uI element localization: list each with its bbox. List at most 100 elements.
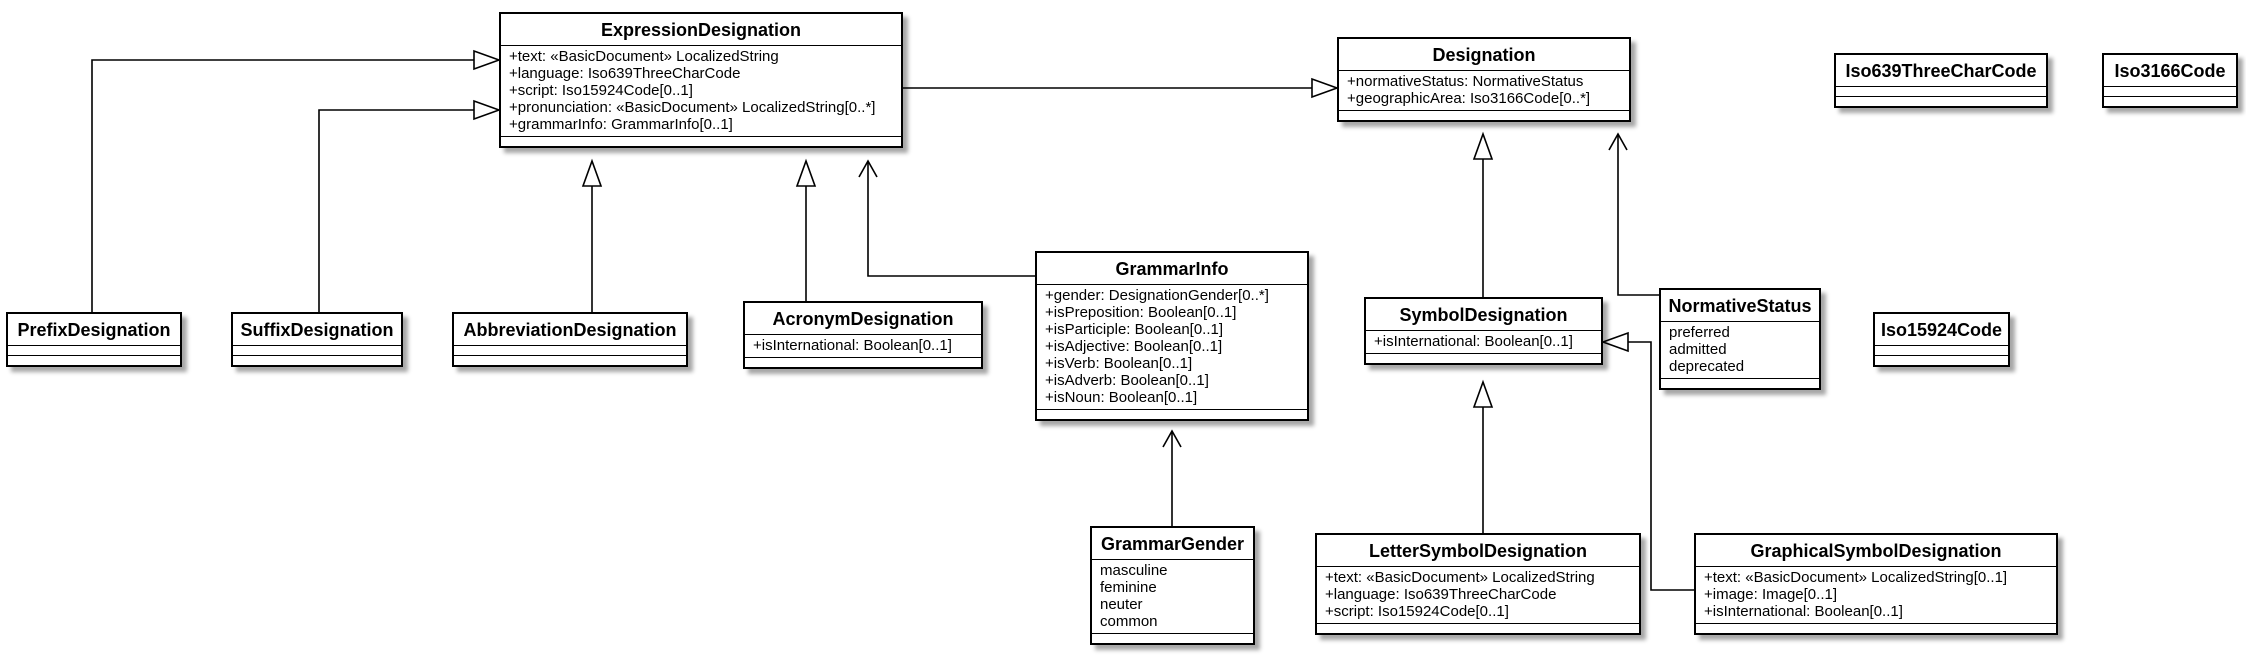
operations-compartment — [8, 355, 180, 365]
attributes-compartment: +normativeStatus: NormativeStatus +geogr… — [1339, 70, 1629, 110]
attribute: +isVerb: Boolean[0..1] — [1045, 355, 1193, 372]
association-arrowhead — [858, 159, 878, 178]
generalization-prefix-to-expression — [91, 59, 476, 312]
attributes-compartment — [2104, 86, 2236, 96]
enum-literal: common — [1100, 613, 1158, 630]
attributes-compartment: +gender: DesignationGender[0..*] +isPrep… — [1037, 284, 1307, 409]
class-name: Designation — [1432, 45, 1536, 65]
operations-compartment — [233, 355, 401, 365]
generalization-arrowhead — [1472, 131, 1494, 160]
generalization-arrowhead — [795, 158, 817, 187]
class-suffix-designation[interactable]: SuffixDesignation — [231, 312, 403, 367]
attributes-compartment: +isInternational: Boolean[0..1] — [1366, 330, 1601, 353]
class-name: Iso639ThreeCharCode — [1845, 61, 2037, 81]
class-designation[interactable]: Designation +normativeStatus: NormativeS… — [1337, 37, 1631, 122]
attribute: +image: Image[0..1] — [1704, 586, 1837, 603]
class-grammar-info[interactable]: GrammarInfo +gender: DesignationGender[0… — [1035, 251, 1309, 421]
attributes-compartment — [1836, 86, 2046, 96]
class-name: Iso3166Code — [2114, 61, 2226, 81]
attribute: +script: Iso15924Code[0..1] — [509, 82, 693, 99]
operations-compartment — [454, 355, 686, 365]
generalization-arrowhead — [581, 158, 603, 187]
class-letter-symbol-designation[interactable]: LetterSymbolDesignation +text: «BasicDoc… — [1315, 533, 1641, 635]
enum-literal: masculine — [1100, 562, 1168, 579]
class-name: ExpressionDesignation — [600, 20, 802, 40]
attribute: +text: «BasicDocument» LocalizedString[0… — [1704, 569, 2008, 586]
association-grammarinfo-to-expression — [867, 162, 1035, 277]
attribute: +language: Iso639ThreeCharCode — [1325, 586, 1557, 603]
class-name: PrefixDesignation — [17, 320, 171, 340]
operations-compartment — [1317, 623, 1639, 633]
class-name: SymbolDesignation — [1399, 305, 1568, 325]
class-name: LetterSymbolDesignation — [1368, 541, 1588, 561]
class-symbol-designation[interactable]: SymbolDesignation +isInternational: Bool… — [1364, 297, 1603, 365]
attributes-compartment — [454, 345, 686, 355]
class-iso15924-code[interactable]: Iso15924Code — [1873, 312, 2010, 367]
generalization-suffix-to-expression — [318, 109, 476, 312]
class-name: GrammarInfo — [1115, 259, 1229, 279]
operations-compartment — [745, 357, 981, 367]
association-arrowhead — [1162, 429, 1182, 448]
attribute: +isInternational: Boolean[0..1] — [1704, 603, 1903, 620]
class-expression-designation[interactable]: ExpressionDesignation +text: «BasicDocum… — [499, 12, 903, 148]
attribute: +isPreposition: Boolean[0..1] — [1045, 304, 1237, 321]
generalization-arrowhead — [473, 99, 502, 121]
attributes-compartment: +isInternational: Boolean[0..1] — [745, 334, 981, 357]
enum-literal: admitted — [1669, 341, 1727, 358]
attribute: +geographicArea: Iso3166Code[0..*] — [1347, 90, 1591, 107]
class-abbreviation-designation[interactable]: AbbreviationDesignation — [452, 312, 688, 367]
operations-compartment — [1836, 96, 2046, 106]
enum-grammar-gender[interactable]: GrammarGender masculine feminine neuter … — [1090, 526, 1255, 645]
enum-literal: preferred — [1669, 324, 1730, 341]
attribute: +script: Iso15924Code[0..1] — [1325, 603, 1509, 620]
operations-compartment — [1037, 409, 1307, 419]
generalization-arrowhead — [473, 49, 502, 71]
attribute: +text: «BasicDocument» LocalizedString — [509, 48, 779, 65]
attribute: +isNoun: Boolean[0..1] — [1045, 389, 1198, 406]
class-acronym-designation[interactable]: AcronymDesignation +isInternational: Boo… — [743, 301, 983, 369]
class-iso639-three-char-code[interactable]: Iso639ThreeCharCode — [1834, 53, 2048, 108]
operations-compartment — [1875, 355, 2008, 365]
literals-compartment: masculine feminine neuter common — [1092, 559, 1253, 633]
operations-compartment — [1339, 110, 1629, 120]
operations-compartment — [2104, 96, 2236, 106]
enum-literal: deprecated — [1669, 358, 1745, 375]
operations-compartment — [501, 136, 901, 146]
operations-compartment — [1661, 378, 1819, 388]
attribute: +isAdjective: Boolean[0..1] — [1045, 338, 1223, 355]
literals-compartment: preferred admitted deprecated — [1661, 321, 1819, 378]
class-name: SuffixDesignation — [240, 320, 394, 340]
attribute: +normativeStatus: NormativeStatus — [1347, 73, 1584, 90]
attributes-compartment — [233, 345, 401, 355]
attribute: +text: «BasicDocument» LocalizedString — [1325, 569, 1595, 586]
attribute: +isAdverb: Boolean[0..1] — [1045, 372, 1209, 389]
attribute: +isParticiple: Boolean[0..1] — [1045, 321, 1224, 338]
generalization-arrowhead — [1472, 379, 1494, 408]
attribute: +gender: DesignationGender[0..*] — [1045, 287, 1269, 304]
class-name: AbbreviationDesignation — [463, 320, 677, 340]
class-graphical-symbol-designation[interactable]: GraphicalSymbolDesignation +text: «Basic… — [1694, 533, 2058, 635]
association-arrowhead — [1608, 132, 1628, 151]
class-name: GrammarGender — [1100, 534, 1245, 554]
attributes-compartment: +text: «BasicDocument» LocalizedString +… — [1317, 566, 1639, 623]
attribute: +isInternational: Boolean[0..1] — [753, 337, 952, 354]
class-name: AcronymDesignation — [772, 309, 954, 329]
class-name: NormativeStatus — [1668, 296, 1812, 316]
class-name: GraphicalSymbolDesignation — [1750, 541, 2002, 561]
enum-literal: neuter — [1100, 596, 1143, 613]
enum-normative-status[interactable]: NormativeStatus preferred admitted depre… — [1659, 288, 1821, 390]
generalization-arrowhead — [1311, 77, 1340, 99]
operations-compartment — [1092, 633, 1253, 643]
generalization-graphical-to-symbol — [1626, 341, 1694, 591]
association-normativestatus-to-designation — [1617, 135, 1659, 296]
attributes-compartment — [1875, 345, 2008, 355]
class-prefix-designation[interactable]: PrefixDesignation — [6, 312, 182, 367]
class-name: Iso15924Code — [1880, 320, 2003, 340]
attribute: +pronunciation: «BasicDocument» Localize… — [509, 99, 876, 116]
attributes-compartment: +text: «BasicDocument» LocalizedString +… — [501, 45, 901, 136]
generalization-arrowhead — [1600, 331, 1629, 353]
class-iso3166-code[interactable]: Iso3166Code — [2102, 53, 2238, 108]
attributes-compartment — [8, 345, 180, 355]
